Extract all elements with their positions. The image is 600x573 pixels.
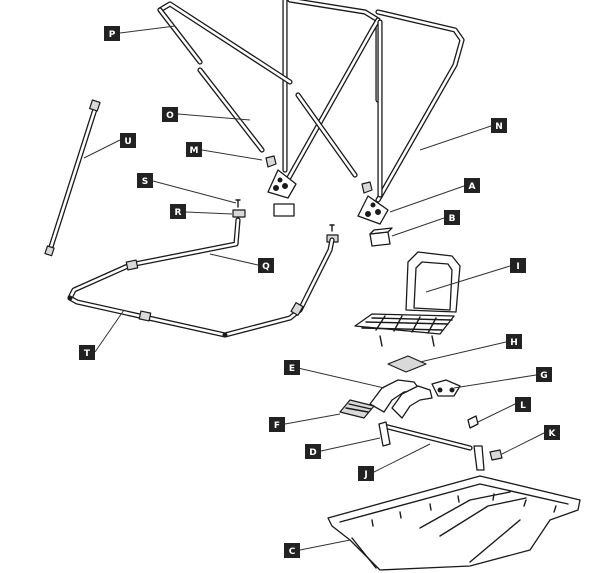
part-label-h-text: H: [510, 338, 518, 348]
bolt-k: [489, 449, 503, 461]
part-label-o-text: O: [166, 111, 174, 121]
brace-tube-o: [197, 67, 358, 178]
part-label-t: T: [79, 345, 95, 360]
part-label-r-text: R: [175, 208, 182, 218]
part-label-g-text: G: [540, 371, 547, 381]
part-label-j-text: J: [363, 470, 367, 480]
canopy-frame-rear-arch: [279, 9, 465, 203]
part-label-f: F: [269, 417, 285, 432]
part-label-a: A: [464, 178, 480, 193]
part-label-l: L: [515, 397, 531, 412]
part-label-n: N: [491, 118, 507, 133]
part-label-k-text: K: [549, 429, 557, 439]
pad-h: [387, 355, 427, 373]
part-label-c-text: C: [289, 547, 296, 557]
part-label-e: E: [284, 360, 300, 375]
hinge-bracket-left: [267, 169, 297, 217]
part-label-q-text: Q: [262, 262, 270, 272]
part-label-p-text: P: [109, 30, 116, 40]
support-rod-u: [44, 99, 101, 257]
part-label-m-text: M: [190, 146, 199, 156]
base-frame-t: [67, 217, 335, 338]
sled-c: [327, 475, 581, 571]
part-label-i-text: I: [516, 262, 519, 272]
part-label-e-text: E: [289, 364, 295, 374]
canopy-frame-front-arch: [157, 0, 381, 173]
armrest-e: [369, 379, 433, 419]
block-b: [369, 227, 393, 247]
part-label-i: I: [510, 258, 526, 273]
part-label-q: Q: [258, 258, 274, 273]
part-label-a-text: A: [469, 182, 476, 192]
part-label-c: C: [284, 543, 300, 558]
part-label-u-text: U: [124, 137, 131, 147]
part-label-h: H: [506, 334, 522, 349]
clip-l: [467, 415, 479, 429]
part-label-d-text: D: [309, 448, 316, 458]
part-label-b-text: B: [449, 214, 456, 224]
hinge-g: [431, 379, 461, 397]
part-label-f-text: F: [274, 421, 280, 431]
knob-m: [265, 155, 373, 194]
part-label-l-text: L: [520, 401, 526, 411]
part-label-m: M: [186, 142, 202, 157]
part-label-o: O: [162, 107, 178, 122]
screw-s: [235, 199, 335, 232]
part-label-j: J: [358, 466, 374, 481]
seat-i: [354, 251, 461, 347]
part-label-s-text: S: [142, 177, 148, 187]
part-label-s: S: [137, 173, 153, 188]
part-label-b: B: [444, 210, 460, 225]
part-label-p: P: [104, 26, 120, 41]
part-label-g: G: [536, 367, 552, 382]
part-label-d: D: [305, 444, 321, 459]
part-label-r: R: [170, 204, 186, 219]
leader-lines: [83, 25, 545, 551]
part-label-n-text: N: [495, 122, 503, 132]
part-label-k: K: [544, 425, 560, 440]
step-f: [339, 399, 375, 419]
hinge-bracket-right: [357, 195, 389, 225]
axle-j: [378, 421, 485, 471]
part-label-t-text: T: [84, 349, 91, 359]
part-label-u: U: [120, 133, 136, 148]
